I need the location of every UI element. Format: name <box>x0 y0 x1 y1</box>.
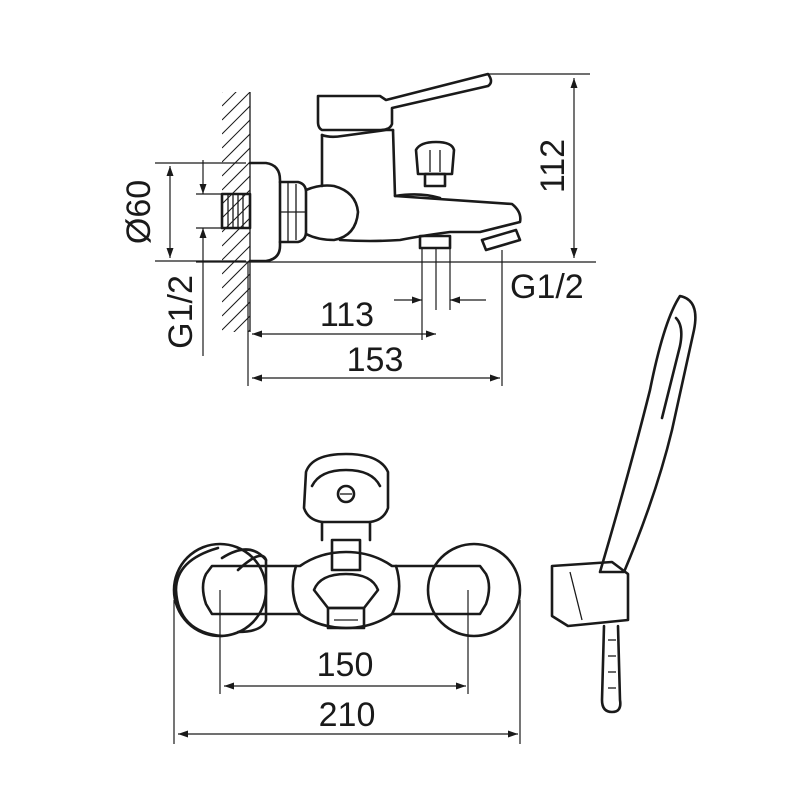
inlet-thread-label: G1/2 <box>162 275 200 349</box>
front-handle <box>302 452 390 542</box>
rosette <box>248 161 282 263</box>
spout-dimension-label: 113 <box>320 296 374 334</box>
diameter-label: Ø60 <box>120 180 158 244</box>
outlets <box>418 228 522 252</box>
outlet-thread-label: G1/2 <box>510 268 584 306</box>
mixer-body <box>304 128 522 243</box>
diverter-knob <box>414 140 456 188</box>
total-width-label: 210 <box>319 696 376 734</box>
front-body <box>201 538 491 630</box>
connector-nut <box>278 180 308 244</box>
right-rosette <box>426 542 522 638</box>
height-label: 112 <box>534 139 572 193</box>
center-distance-label: 150 <box>317 646 374 684</box>
depth-label: 153 <box>347 341 404 379</box>
dimension-lines <box>155 73 590 744</box>
handle-lever <box>316 72 493 139</box>
side-view <box>196 72 596 332</box>
hand-shower <box>550 294 697 714</box>
inlet-thread <box>220 192 252 230</box>
